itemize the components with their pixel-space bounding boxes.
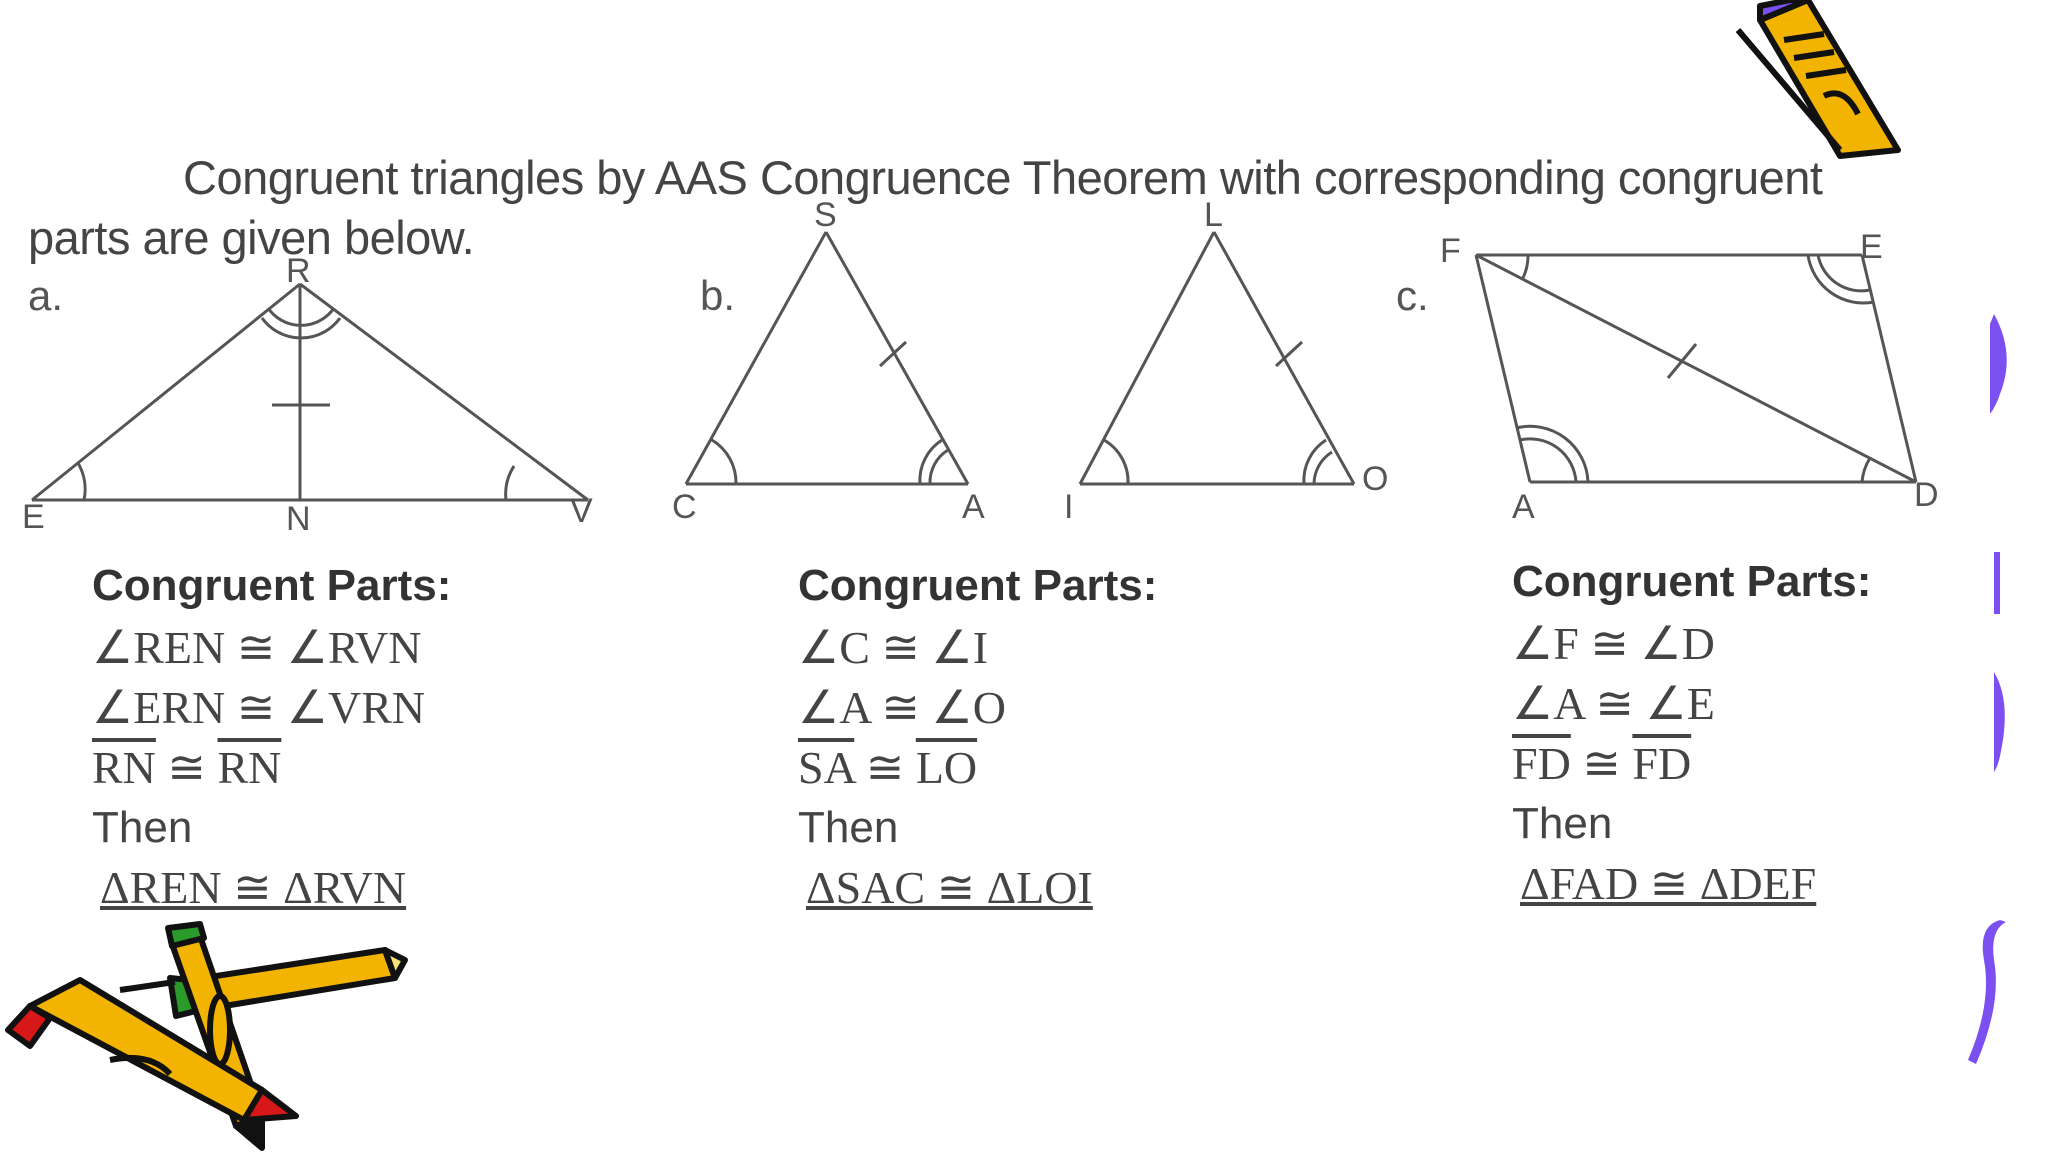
vertex-R: R xyxy=(286,252,311,290)
parts-c-line-2: ∠A ≅ ∠E xyxy=(1512,678,1715,729)
figure-b-label: b. xyxy=(700,272,736,319)
vertex-A-c: A xyxy=(1512,488,1535,526)
parts-a-line-3: RN ≅ RN xyxy=(92,738,451,798)
vertex-C: C xyxy=(672,488,697,526)
parts-b-line-3: SA ≅ LO xyxy=(798,738,1157,798)
pencil-clipart-icon xyxy=(1735,0,1901,159)
segment-rn-right: RN xyxy=(217,742,282,793)
parts-c-heading: Congruent Parts: xyxy=(1512,557,1872,606)
parts-c-conclusion: ΔFAD ≅ ΔDEF xyxy=(1520,858,1817,909)
vertex-D: D xyxy=(1914,476,1939,514)
vertex-N: N xyxy=(286,500,311,538)
parts-b-conclusion: ΔSAC ≅ ΔLOI xyxy=(806,862,1093,913)
figure-a-triangle xyxy=(31,282,589,502)
parts-b-heading: Congruent Parts: xyxy=(798,561,1158,610)
vertex-L: L xyxy=(1204,196,1223,234)
vertex-V: V xyxy=(570,492,593,530)
parts-b-line-1: ∠C ≅ ∠I xyxy=(798,622,989,673)
parts-a-line-1: ∠REN ≅ ∠RVN xyxy=(92,622,422,673)
figure-a-label: a. xyxy=(28,272,64,319)
segment-fd-right: FD xyxy=(1632,738,1692,789)
parts-b-then: Then xyxy=(798,803,899,852)
vertex-O: O xyxy=(1362,460,1388,498)
decorative-squiggle-icon xyxy=(1968,314,2007,1064)
intro-line-1: Congruent triangles by AAS Congruence Th… xyxy=(183,151,1823,204)
congruent-symbol: ≅ xyxy=(155,742,218,793)
figure-b-triangle-loi xyxy=(1078,231,1356,486)
vertex-E: E xyxy=(22,498,45,536)
intro-line-2: parts are given below. xyxy=(28,211,475,264)
segment-sa: SA xyxy=(798,742,855,793)
parts-a-heading: Congruent Parts: xyxy=(92,561,452,610)
congruent-symbol: ≅ xyxy=(1570,738,1633,789)
vertex-S: S xyxy=(814,196,837,234)
congruent-symbol: ≅ xyxy=(854,742,916,793)
parts-a-line-2: ∠ERN ≅ ∠VRN xyxy=(92,682,426,733)
segment-rn-left: RN xyxy=(92,742,156,793)
figure-c-quadrilateral xyxy=(1474,253,1918,484)
parts-c-line-3: FD ≅ FD xyxy=(1512,734,1871,794)
parts-a-then: Then xyxy=(92,803,193,852)
parts-c-then: Then xyxy=(1512,799,1613,848)
figure-b-triangle-sac xyxy=(684,231,970,486)
vertex-E-c: E xyxy=(1860,228,1883,266)
segment-lo: LO xyxy=(915,742,978,793)
vertex-I: I xyxy=(1064,488,1073,526)
congruent-parts-b: Congruent Parts: ∠C ≅ ∠I ∠A ≅ ∠O SA ≅ LO… xyxy=(798,556,1157,918)
congruent-parts-a: Congruent Parts: ∠REN ≅ ∠RVN ∠ERN ≅ ∠VRN… xyxy=(92,556,451,918)
congruent-parts-c: Congruent Parts: ∠F ≅ ∠D ∠A ≅ ∠E FD ≅ FD… xyxy=(1512,552,1871,914)
parts-b-line-2: ∠A ≅ ∠O xyxy=(798,682,1006,733)
pencils-clipart-icon xyxy=(5,921,408,1151)
figure-c-label: c. xyxy=(1396,272,1429,319)
segment-fd-left: FD xyxy=(1512,738,1571,789)
parts-c-line-1: ∠F ≅ ∠D xyxy=(1512,618,1715,669)
vertex-F: F xyxy=(1440,232,1461,270)
vertex-A-b: A xyxy=(962,488,985,526)
intro-text: Congruent triangles by AAS Congruence Th… xyxy=(28,148,1878,268)
parts-a-conclusion: ΔREN ≅ ΔRVN xyxy=(100,862,407,913)
